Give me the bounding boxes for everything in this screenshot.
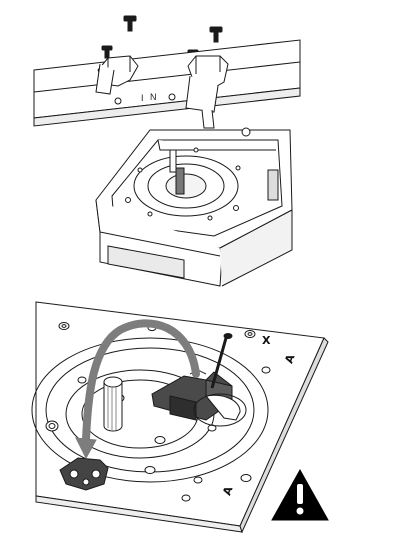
- bracket-right: [185, 55, 229, 129]
- center-post: [103, 376, 123, 432]
- top-panel: I N: [33, 15, 301, 287]
- plate-mark-x: X: [262, 334, 271, 347]
- screw-icon: [101, 45, 113, 59]
- warning-icon: [271, 468, 329, 521]
- move-arrow: [75, 319, 200, 460]
- screw-icon: [210, 333, 233, 389]
- screw-icon: [123, 15, 137, 32]
- mounting-rail: [33, 39, 301, 127]
- detector-housing: [95, 127, 293, 287]
- bracket-left: [95, 55, 139, 95]
- bottom-panel: X A A A: [31, 301, 329, 534]
- rail-mark: N: [150, 92, 157, 102]
- connector-terminal: [59, 457, 109, 491]
- rail-mark: I: [141, 93, 144, 103]
- screw-icon: [209, 26, 223, 43]
